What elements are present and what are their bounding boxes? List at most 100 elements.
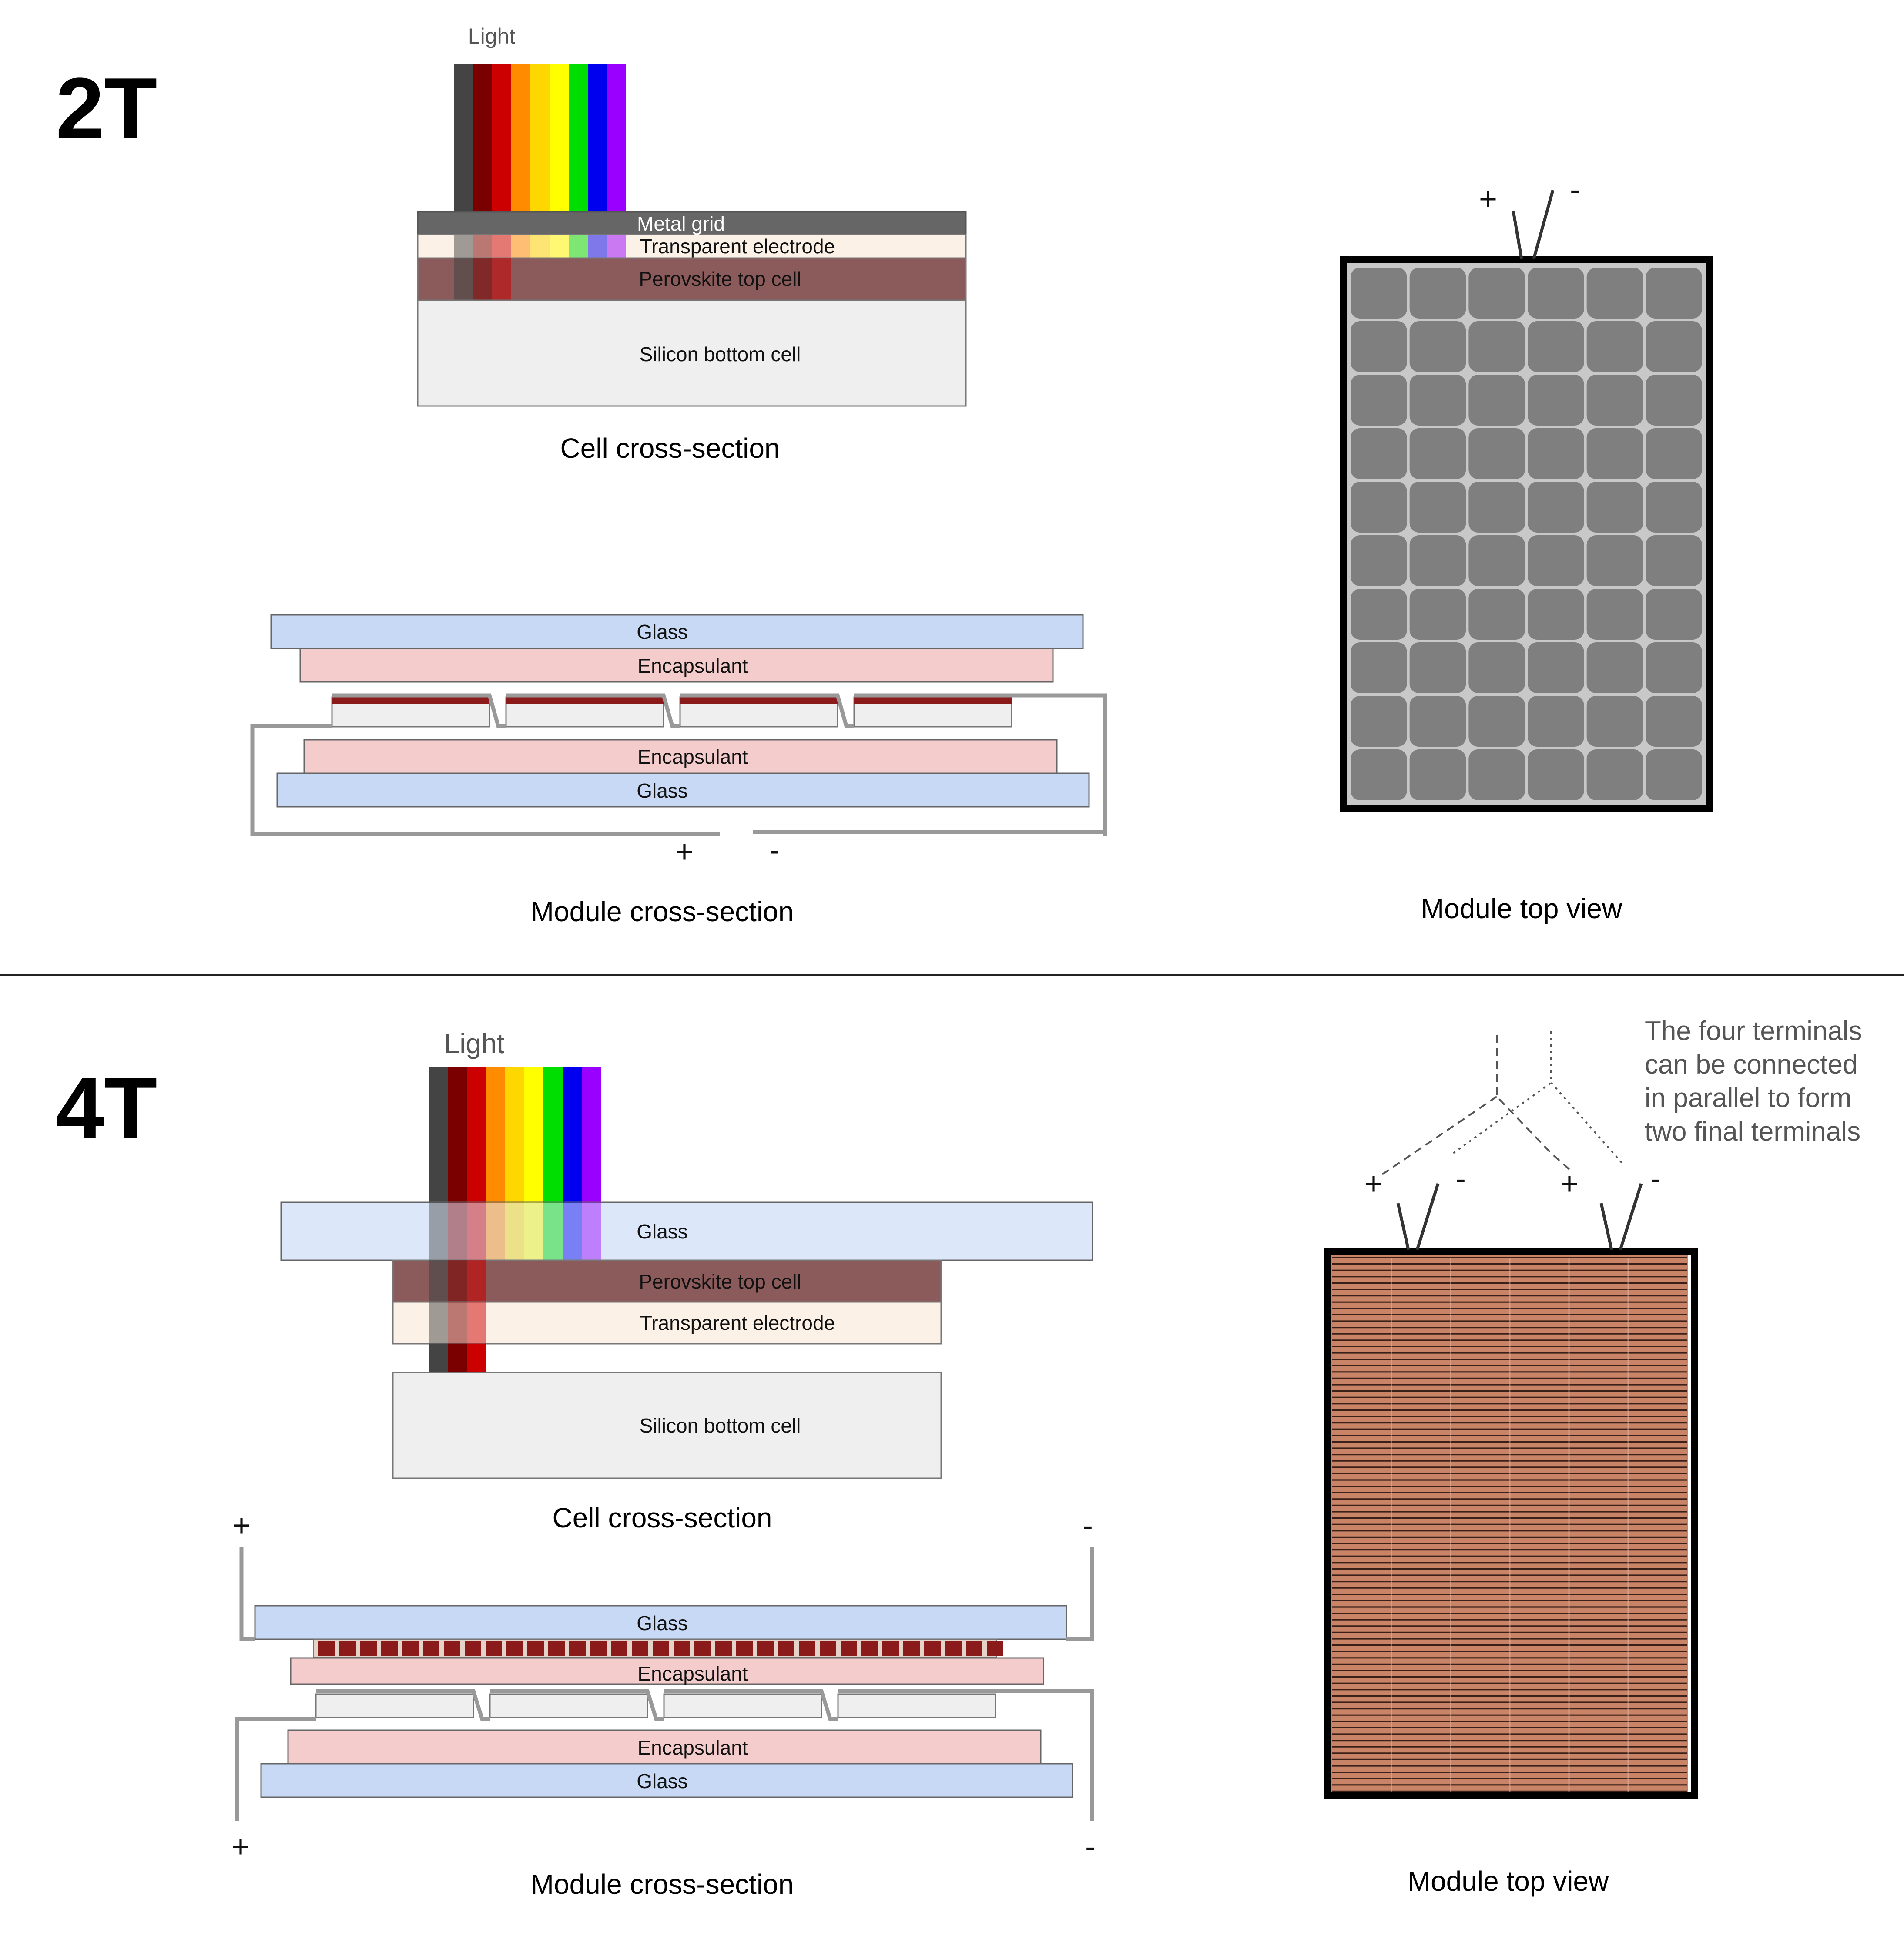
transparent-electrode-label-4t: Transparent electrode [640,1312,835,1334]
perovskite-cell [757,1641,774,1656]
module-encapsulant-top-label-2t: Encapsulant [637,654,748,677]
module-cell [1468,696,1525,747]
perovskite-cell [924,1641,941,1656]
light-stripe [486,1202,505,1260]
light-stripe [530,235,550,258]
module-glass-bottom-label-4t: Glass [637,1770,688,1792]
module-cells-2t [331,696,1012,728]
module-cell-perovskite [854,697,1012,704]
light-stripe [569,235,588,258]
metal-grid-label: Metal grid [637,212,725,235]
section-4t: 4T Light Glass Perovskite top cell Trans… [56,1016,1862,1900]
module-cell [1586,321,1643,372]
light-stripe [588,235,607,258]
module-cell [1586,375,1643,426]
module-cells-grid-2t [1351,268,1702,800]
module-cell [1409,321,1466,372]
perovskite-top-cell-label: Perovskite top cell [639,268,801,290]
perovskite-cell [423,1641,439,1656]
module-cross-section-4t: Glass Encapsulant Encapsulant [231,1508,1096,1864]
light-through-perovskite-4t [429,1260,486,1302]
light-stripe [486,1067,505,1202]
module-glass-top-2t [270,614,1084,649]
module-encapsulant-top-2t [299,648,1054,683]
light-stripe [454,235,473,258]
module-cell [1409,535,1466,586]
light-stripe [582,1202,601,1260]
perovskite-cell [548,1641,565,1656]
module-cell-perovskite [332,697,489,704]
light-stripe [588,64,607,212]
perovskite-cell [882,1641,899,1656]
light-stripe [492,235,511,258]
cell-caption-4t: Cell cross-section [552,1502,772,1534]
module-glass-bottom-4t [260,1763,1073,1798]
module-cell [1528,268,1584,319]
module-cell [1586,482,1643,533]
perovskite-cell [820,1641,836,1656]
module-wiring-2t [250,693,1107,836]
perovskite-cell [611,1641,627,1656]
perovskite-cell [987,1641,1003,1656]
module-glass-bottom-label-2t: Glass [637,779,688,802]
perovskite-cell [945,1641,962,1656]
module-cell [1351,535,1407,586]
module-bottom-plus-4t: + [231,1829,250,1864]
section-title-2t: 2T [56,60,157,157]
perovskite-cell [799,1641,815,1656]
perovskite-cell [569,1641,586,1656]
perovskite-cell [903,1641,920,1656]
module-glass-top-4t [254,1605,1067,1640]
section-title-4t: 4T [56,1060,157,1157]
perovskite-cell [506,1641,523,1656]
perovskite-cell [715,1641,732,1656]
perovskite-cell [318,1641,335,1656]
module-top-view-4t: + - + - The four terminals can be connec… [1324,1016,1862,1799]
light-stripe [524,1202,543,1260]
perovskite-cell [736,1641,753,1656]
light-label-4t: Light [444,1028,505,1059]
light-stripe [563,1067,582,1202]
cell-caption-2t: Cell cross-section [560,433,780,464]
transparent-electrode-label: Transparent electrode [640,235,835,258]
module-cell [1646,749,1702,800]
top-view-leads-2t [1512,190,1555,259]
module-cell [1468,482,1525,533]
top-view-plus-2t: + [1479,182,1497,217]
module-cell [1409,589,1466,640]
module-cell [1409,375,1466,426]
top-view-terminal-3: + [1560,1167,1579,1201]
module-cell [1646,535,1702,586]
module-cell [1409,696,1466,747]
module-cell [1409,749,1466,800]
light-stripe [429,1302,448,1344]
module-perovskite-cells-4t [313,1639,1003,1658]
section-2t: 2T Light Metal grid Transparent electrod… [56,24,1713,927]
top-view-terminal-2: - [1455,1161,1466,1196]
light-stripe [448,1302,467,1344]
perovskite-cell [674,1641,690,1656]
top-view-terminal-4: - [1650,1161,1661,1196]
top-view-minus-2t: - [1570,172,1580,207]
module-silicon-cells-4t [315,1693,996,1718]
light-through-glass-4t [429,1202,601,1260]
silicon-bottom-cell-label: Silicon bottom cell [640,343,801,366]
light-through-electrode-4t [429,1302,486,1344]
light-stripe [505,1067,524,1202]
perovskite-cell [694,1641,711,1656]
light-stripe [563,1202,582,1260]
light-stripe [429,1344,448,1372]
module-cell [1586,749,1643,800]
module-cell [1528,321,1584,372]
terminal-note: The four terminals can be connected in p… [1645,1016,1862,1147]
module-cell [1528,482,1584,533]
module-cell [1409,482,1466,533]
module-cell [1646,696,1702,747]
perovskite-cell [527,1641,544,1656]
light-stripe [467,1302,486,1344]
light-stripe [569,64,588,212]
module-caption-4t: Module cross-section [531,1869,794,1900]
module-minus-terminal-2t: - [769,833,780,868]
module-cell [1586,589,1643,640]
